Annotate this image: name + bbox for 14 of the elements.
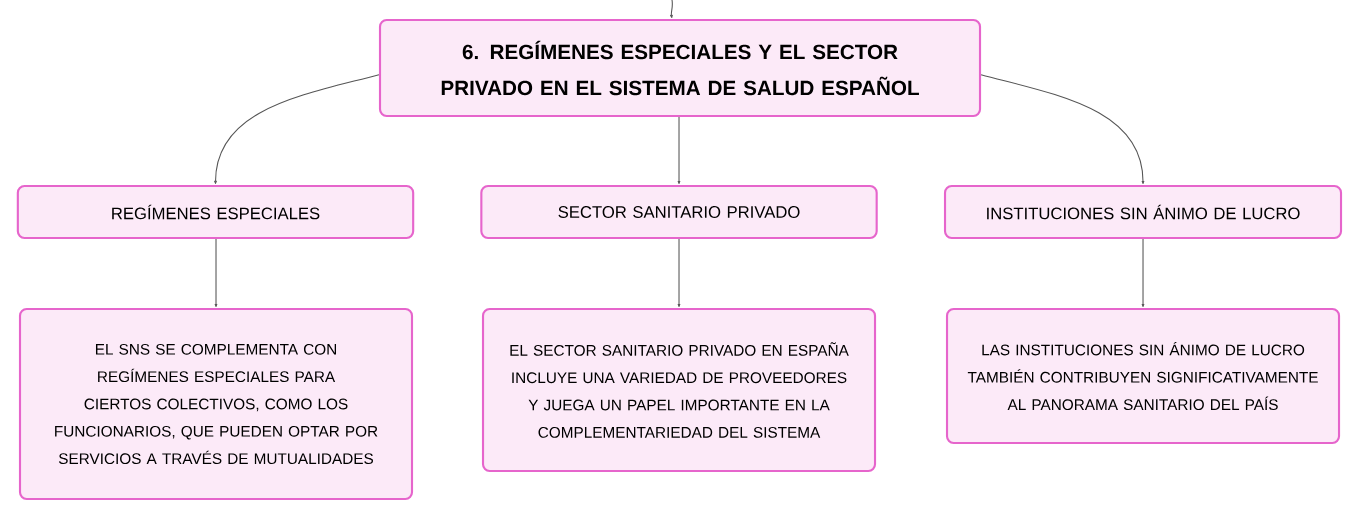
- arrow: [1141, 238, 1145, 308]
- topic-box: SECTOR SANITARIO PRIVADO: [480, 184, 878, 240]
- topic-box: INSTITUCIONES SIN ÁNIMO DE LUCRO: [943, 184, 1343, 240]
- arrow: [214, 74, 380, 185]
- description-box: EL SECTOR SANITARIO PRIVADO EN ESPAÑA INCLUYE UNA VARIEDAD DE PROVEEDORES Y JUEGA UN PAPEL IMPORTANTE EN LA COMPLEMENTARIEDAD DEL SISTEMA: [481, 307, 877, 473]
- title-box: 6. REGÍMENES ESPECIALES Y EL SECTOR PRIVADO EN EL SISTEMA DE SALUD ESPAÑOL: [378, 18, 982, 118]
- arrow: [214, 238, 218, 308]
- arrow: [669, 0, 673, 19]
- arrow: [677, 238, 681, 308]
- arrow: [980, 74, 1145, 185]
- description-box: LAS INSTITUCIONES SIN ÁNIMO DE LUCRO TAMBIÉN CONTRIBUYEN SIGNIFICATIVAMENTE AL PANORAMA SANITARIO DEL PAÍS: [945, 307, 1341, 445]
- description-box: EL SNS SE COMPLEMENTA CON REGÍMENES ESPECIALES PARA CIERTOS COLECTIVOS, COMO LOS FUNCIONARIOS, QUE PUEDEN OPTAR POR SERVICIOS A TRAVÉS DE MUTUALIDADES: [18, 307, 414, 501]
- topic-box: REGÍMENES ESPECIALES: [16, 184, 415, 240]
- arrow: [677, 116, 681, 185]
